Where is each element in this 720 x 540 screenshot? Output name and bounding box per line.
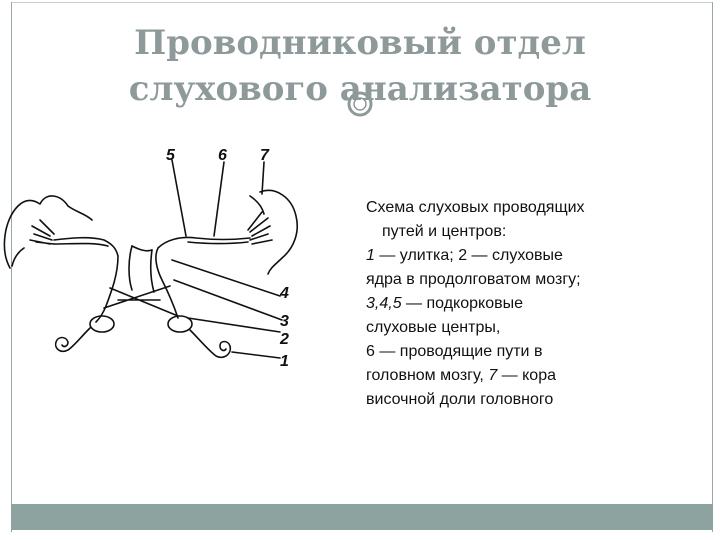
diagram-caption: Схема слуховых проводящих путей и центро… xyxy=(366,196,656,412)
caption-line: 3,4,5 — подкорковые xyxy=(366,292,656,316)
label-1: 1 xyxy=(280,353,289,370)
right-tract-2 xyxy=(187,241,249,245)
leader-5 xyxy=(171,159,187,237)
caption-number: 1 xyxy=(366,247,375,264)
medial-drop-right xyxy=(149,249,155,293)
caption-number: 7 xyxy=(488,367,498,384)
left-tract-2 xyxy=(53,242,109,247)
caption-text: головном мозгу, xyxy=(366,367,489,384)
caption-line: Схема слуховых проводящих xyxy=(366,199,585,216)
slide-title: Проводниковый отдел слухового анализатор… xyxy=(60,20,660,112)
slide-frame-top xyxy=(11,2,713,3)
label-5: 5 xyxy=(166,147,176,164)
caption-number: 3,4,5 xyxy=(366,295,402,312)
label-7: 7 xyxy=(260,147,270,164)
leader-2 xyxy=(187,317,281,333)
right-fibers xyxy=(247,211,273,245)
medial-crossing xyxy=(131,245,153,252)
label-2: 2 xyxy=(279,331,289,348)
right-cortex-outline xyxy=(259,189,298,275)
left-nucleus xyxy=(89,315,115,333)
slide-frame-left xyxy=(11,2,12,532)
right-nucleus xyxy=(167,315,193,333)
decussation xyxy=(103,285,179,317)
right-cortex-inner xyxy=(249,195,265,215)
caption-line: 1 — улитка; 2 — слуховые xyxy=(366,244,656,268)
leader-3 xyxy=(173,279,283,321)
leader-7 xyxy=(261,161,265,195)
left-fibers xyxy=(29,219,55,245)
label-6: 6 xyxy=(218,147,227,164)
bottom-band xyxy=(11,504,713,530)
leader-1 xyxy=(231,351,281,359)
caption-text: — кора xyxy=(497,367,556,384)
caption-line: 6 — проводящие пути в xyxy=(366,343,543,360)
medial-drop-left xyxy=(128,245,133,291)
label-3: 3 xyxy=(280,313,289,330)
caption-line: слуховые центры, xyxy=(366,319,501,336)
right-cochlea xyxy=(189,329,232,359)
leader-6 xyxy=(213,161,225,237)
caption-line: височной доли головного xyxy=(366,391,554,408)
leader-4 xyxy=(171,259,281,297)
caption-text: — подкорковые xyxy=(401,295,523,312)
caption-line: головном мозгу, 7 — кора xyxy=(366,364,656,388)
left-tract xyxy=(53,236,119,323)
ornament-icon xyxy=(347,91,373,117)
right-tract xyxy=(155,236,251,319)
left-cortex-outline xyxy=(3,195,93,269)
title-line-2: слухового анализатора xyxy=(128,69,592,109)
left-cortex-inner xyxy=(11,247,25,267)
caption-text: — улитка; 2 — слуховые xyxy=(374,247,563,264)
title-line-1: Проводниковый отдел xyxy=(134,23,586,63)
slide-frame-right xyxy=(712,2,713,532)
caption-line: путей и центров: xyxy=(382,223,507,240)
auditory-pathway-diagram: 5 6 7 4 3 2 1 xyxy=(3,147,298,370)
caption-line: ядра в продолговатом мозгу; xyxy=(366,271,581,288)
left-cochlea xyxy=(54,327,91,353)
label-4: 4 xyxy=(279,285,289,302)
